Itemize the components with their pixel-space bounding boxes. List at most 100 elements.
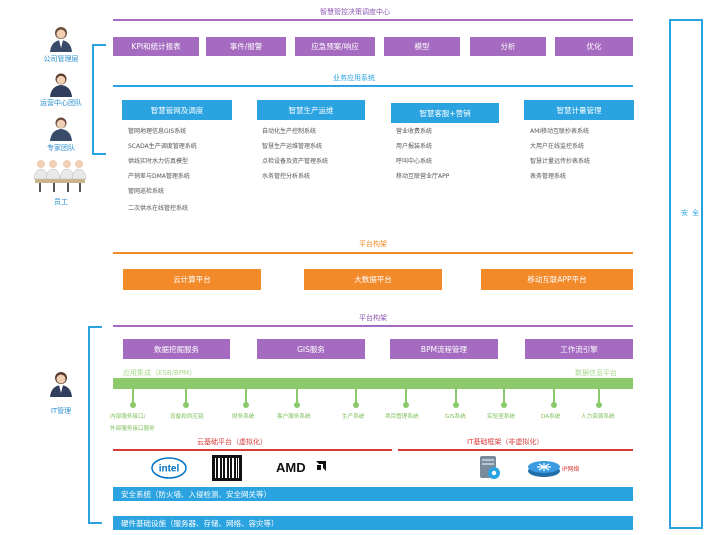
business-head-metering[interactable]: 智慧计量管理 <box>524 100 634 120</box>
bus-connector-dot <box>403 402 409 408</box>
list-item: 供线实时水力仿真模型 <box>128 158 189 165</box>
role-staff: 员工 <box>54 198 68 206</box>
system-oa: OA系统 <box>541 414 561 420</box>
ops-team-icon <box>50 73 72 97</box>
bus-connector-dot <box>551 402 557 408</box>
system-supply: 设备和供应链 <box>170 414 204 420</box>
business-title: 业务应用系统 <box>333 74 375 82</box>
platform2-gis[interactable]: GIS服务 <box>257 339 365 359</box>
bus-connector <box>296 389 298 405</box>
list-item: 自动化生产控制系统 <box>262 128 317 135</box>
platform1-title: 平台构架 <box>359 240 387 248</box>
role-expert: 专家团队 <box>47 144 75 152</box>
list-item: 移动互联营业厅APP <box>396 173 450 180</box>
business-head-pipe[interactable]: 智慧管网及调度 <box>122 100 232 120</box>
data-platform-label: 数据信息平台 <box>575 369 617 377</box>
hardware-bar[interactable]: 硬件基础设施（服务器、存储、网络、容灾等） <box>113 516 633 530</box>
list-item: 点检设备及资产管理系统 <box>262 158 329 165</box>
security-side-frame <box>669 19 703 529</box>
left-bracket-bottom <box>88 326 90 524</box>
infra-cloud-label: 云基础平台（虚拟化） <box>197 438 267 446</box>
platform1-bigdata[interactable]: 大数据平台 <box>304 269 442 290</box>
system-lab: 实验室系统 <box>487 414 515 420</box>
expert-team-icon <box>50 117 72 141</box>
system-customer: 客户服务系统 <box>277 414 311 420</box>
platform2-workflow[interactable]: 工作流引擎 <box>525 339 633 359</box>
top-box-model[interactable]: 模型 <box>384 37 460 56</box>
platform2-title: 平台构架 <box>359 314 387 322</box>
infra-cloud-line <box>113 449 392 451</box>
bus-connector <box>185 389 187 405</box>
business-head-production[interactable]: 智慧生产运维 <box>257 100 365 120</box>
left-bracket-top <box>92 44 94 154</box>
infra-it-line <box>398 449 633 451</box>
system-production: 生产系统 <box>342 414 365 420</box>
bus-connector-dot <box>501 402 507 408</box>
role-it: IT管理 <box>50 407 72 415</box>
bus-connector-dot <box>353 402 359 408</box>
bus-connector-dot <box>596 402 602 408</box>
integration-bus <box>113 378 633 389</box>
business-list-production: 自动化生产控制系统 智慧生产运维管理系统 点检设备及资产管理系统 水务管控分析系… <box>262 124 328 184</box>
list-item: 用户报装系统 <box>396 143 433 150</box>
intel-logo-icon: intel <box>151 457 187 479</box>
role-ops: 运营中心团队 <box>40 99 82 107</box>
left-bracket-top-tick2 <box>92 153 106 155</box>
business-head-service[interactable]: 智慧客服+营销 <box>391 103 499 123</box>
system-gis: GIS系统 <box>445 414 466 420</box>
system-project: 项目管理系统 <box>385 414 419 420</box>
top-box-emergency[interactable]: 应急预案/响应 <box>295 37 375 56</box>
bus-connector-dot <box>453 402 459 408</box>
bus-connector-dot <box>183 402 189 408</box>
bus-connector <box>405 389 407 405</box>
role-company: 公司管理层 <box>43 55 79 63</box>
ip-network-label: IP网络 <box>562 466 580 473</box>
list-item: 产销差与DMA管理系统 <box>128 173 190 180</box>
business-list-pipe: 管网地理信息GIS系统 SCADA生产调度管理系统 供线实时水力仿真模型 产销差… <box>128 124 197 216</box>
system-finance: 财务系统 <box>232 414 255 420</box>
top-title: 智慧管控决策调度中心 <box>320 8 390 16</box>
amd-logo-icon: AMD <box>276 460 326 475</box>
platform2-datamining[interactable]: 数据挖掘服务 <box>123 339 230 359</box>
system-internal-api: 内部服务接口/ <box>110 414 146 420</box>
ibm-server-icon <box>212 455 242 481</box>
bus-connector <box>503 389 505 405</box>
list-item: 水务管控分析系统 <box>262 173 311 180</box>
left-bracket-top-tick1 <box>92 44 106 46</box>
left-bracket-bottom-tick2 <box>88 522 102 524</box>
top-title-line <box>113 19 633 21</box>
security-side-label: 安全 <box>681 209 703 217</box>
top-box-kpi[interactable]: KPI和统计报表 <box>113 37 199 56</box>
server-gear-icon <box>480 456 500 479</box>
list-item: 表务管理系统 <box>530 173 567 180</box>
bus-connector <box>455 389 457 405</box>
integration-label: 应用集成（ESB/BPM） <box>123 369 197 377</box>
top-box-events[interactable]: 事件/报警 <box>206 37 286 56</box>
security-system-bar[interactable]: 安全系统（防火墙、入侵检测、安全网关等） <box>113 487 633 501</box>
it-manager-icon <box>50 372 72 397</box>
platform1-mobile[interactable]: 移动互联APP平台 <box>481 269 633 290</box>
platform1-cloud[interactable]: 云计算平台 <box>123 269 261 290</box>
top-box-optimize[interactable]: 优化 <box>555 37 633 56</box>
list-item: 智慧生产运维管理系统 <box>262 143 323 150</box>
platform1-title-line <box>113 252 633 254</box>
bus-connector <box>355 389 357 405</box>
svg-text:intel: intel <box>159 464 180 475</box>
list-item: AMI移动互联抄表系统 <box>530 128 590 135</box>
infra-it-label: IT基础框架（非虚拟化） <box>467 438 544 446</box>
bus-connector <box>553 389 555 405</box>
business-list-metering: AMI移动互联抄表系统 大用户在线监控系统 智慧计量远传抄表系统 表务管理系统 <box>530 124 590 184</box>
router-icon <box>528 461 560 477</box>
company-manager-icon <box>50 27 72 52</box>
bus-connector <box>245 389 247 405</box>
list-item: 二次供水在线管控系统 <box>128 205 189 212</box>
system-internal-api-line2: 外部服务接口服务 <box>110 426 155 432</box>
left-bracket-bottom-tick1 <box>88 326 102 328</box>
staff-icon <box>33 160 87 192</box>
bus-connector <box>598 389 600 405</box>
platform2-bpm[interactable]: BPM流程管理 <box>390 339 498 359</box>
list-item: 营业收费系统 <box>396 128 433 135</box>
top-box-analysis[interactable]: 分析 <box>470 37 546 56</box>
list-item: 大用户在线监控系统 <box>530 143 585 150</box>
platform2-title-line <box>113 325 633 327</box>
